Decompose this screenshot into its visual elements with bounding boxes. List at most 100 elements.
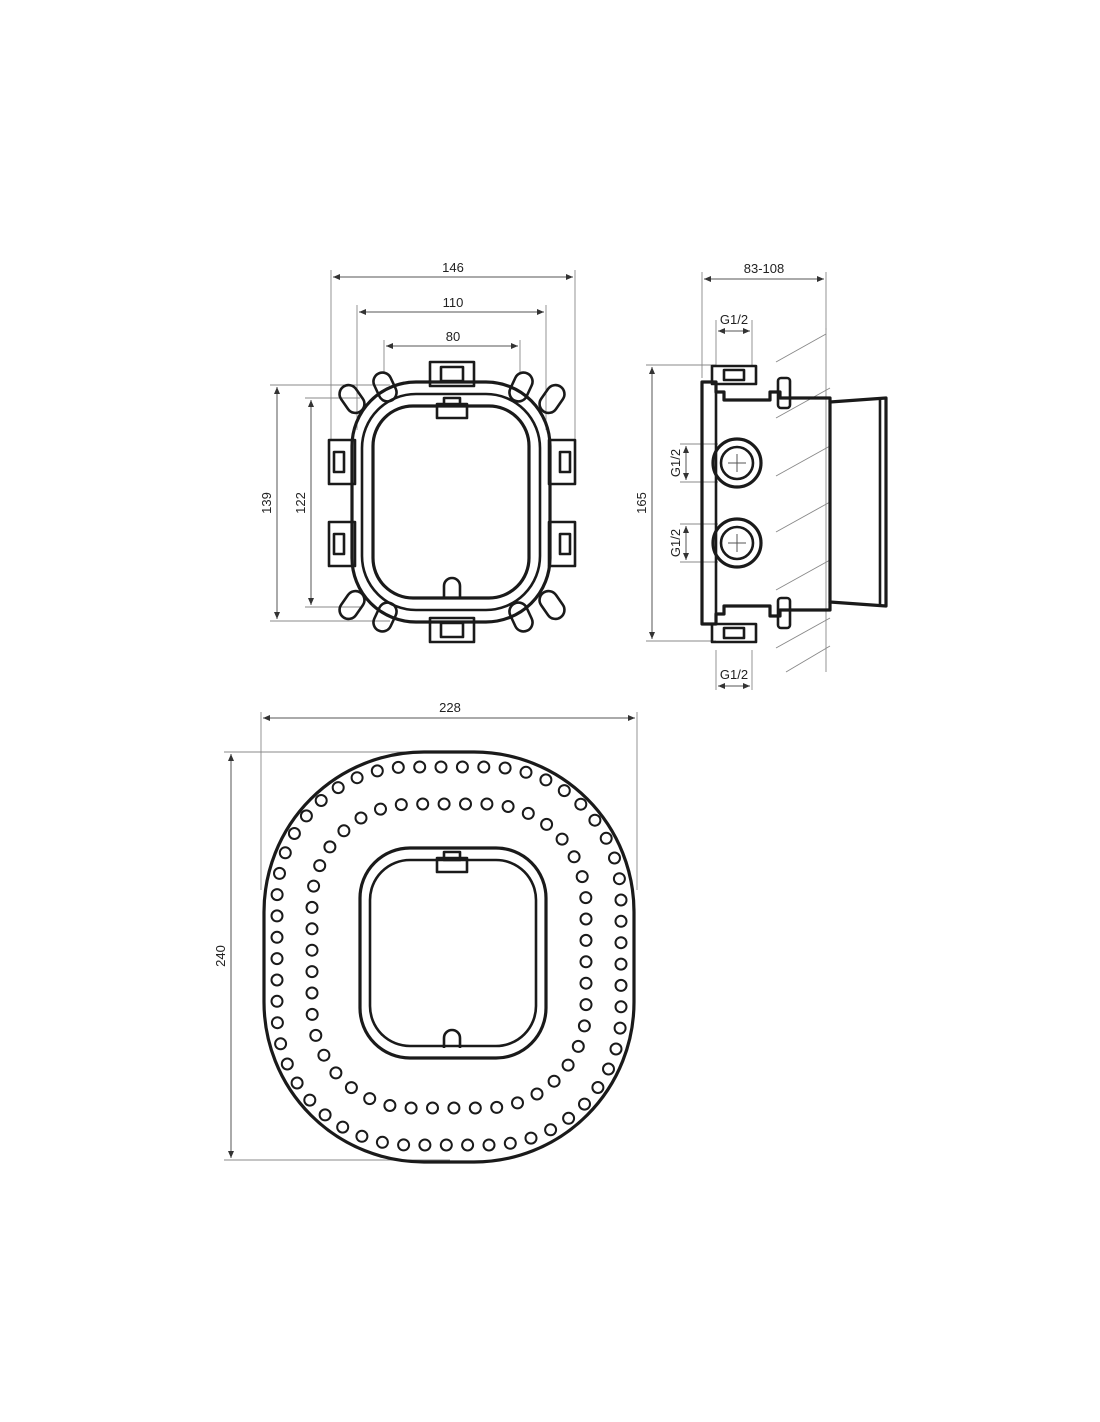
perforation-hole <box>524 1131 538 1145</box>
perforation-hole <box>614 1000 628 1014</box>
perforation-hole <box>323 840 337 854</box>
dim-label-228: 228 <box>439 700 461 715</box>
perforation-hole <box>299 809 313 823</box>
perforation-hole <box>274 1037 288 1051</box>
perforation-hole <box>578 1097 591 1111</box>
perforation-hole <box>313 859 327 873</box>
perforation-hole <box>555 832 569 846</box>
perforation-hole <box>305 986 319 1000</box>
perforation-hole <box>314 794 328 807</box>
perforation-hole <box>280 1057 294 1071</box>
dim-label-thread-bottom: G1/2 <box>720 667 748 682</box>
perforation-hole <box>503 1136 517 1150</box>
perforation-hole <box>317 1048 331 1062</box>
perforation-hole <box>579 912 593 926</box>
perforation-hole <box>270 973 284 987</box>
perforation-hole <box>614 978 628 992</box>
perforation-hole <box>307 879 321 893</box>
perforation-hole <box>614 893 628 907</box>
perforation-hole <box>270 994 284 1008</box>
perforation-hole <box>612 872 626 886</box>
perforation-hole <box>305 965 319 979</box>
perforation-hole <box>498 761 512 775</box>
perforation-hole <box>609 1042 623 1056</box>
perforation-hole <box>608 851 621 865</box>
dim-label-122: 122 <box>293 492 308 514</box>
perforation-hole <box>614 914 628 928</box>
perforation-hole <box>521 806 535 820</box>
perforation-hole <box>511 1096 524 1110</box>
perforation-hole <box>579 976 593 990</box>
perforation-hole <box>588 813 602 827</box>
perforation-hole <box>591 1081 605 1094</box>
perforation-hole <box>579 891 593 905</box>
perforation-hole <box>519 765 533 779</box>
perforation-hole <box>455 760 469 774</box>
perforation-hole <box>354 811 368 825</box>
perforation-hole <box>530 1087 544 1101</box>
dim-label-110: 110 <box>443 295 464 310</box>
perforation-hole <box>305 922 319 936</box>
front-extension-lines <box>270 270 576 622</box>
dim-label-80: 80 <box>446 329 460 344</box>
perforation-hole <box>557 784 571 798</box>
perforation-hole <box>329 1066 343 1080</box>
dim-label-240: 240 <box>213 945 228 967</box>
perforation-hole <box>468 1101 482 1115</box>
perforation-hole <box>577 1019 591 1033</box>
perforation-hole <box>459 797 472 811</box>
perforation-hole <box>355 1129 369 1143</box>
dim-label-83-108: 83-108 <box>744 261 784 276</box>
perforation-hole <box>383 1099 397 1112</box>
perforation-hole <box>461 1138 475 1152</box>
dim-label-thread-lower: G1/2 <box>668 529 683 557</box>
cover-extension-lines <box>224 712 638 1161</box>
perforation-hole <box>561 1058 575 1072</box>
perforation-hole <box>344 1081 358 1095</box>
perforation-hole <box>305 1007 319 1021</box>
perforation-hole <box>287 827 301 840</box>
mounting-box-body <box>327 360 577 644</box>
perforation-hole <box>374 802 387 816</box>
perforation-hole <box>375 1135 389 1149</box>
perforation-hole <box>571 1039 585 1053</box>
perforation-hole <box>480 797 494 811</box>
perforation-hole <box>270 909 284 923</box>
perforation-hole <box>501 800 515 813</box>
perforation-hole <box>270 1016 284 1030</box>
perforation-hole <box>318 1108 332 1122</box>
perforation-hole <box>540 817 554 831</box>
cover-plate-inner-window <box>358 846 548 1060</box>
side-view: 83-108 G1/2 165 G1/2 G1/2 G1/2 <box>634 261 888 690</box>
perforation-hole <box>363 1092 377 1106</box>
dim-label-thread-top: G1/2 <box>720 312 748 327</box>
dim-label-165: 165 <box>634 492 649 514</box>
perforation-hole <box>447 1101 461 1115</box>
perforation-hole <box>579 933 593 947</box>
perforation-hole <box>391 760 405 774</box>
perforation-hole <box>547 1074 561 1088</box>
perforation-hole <box>270 952 284 966</box>
front-view: 146 110 80 139 122 <box>259 260 577 644</box>
perforation-hole <box>270 930 284 944</box>
perforation-hole <box>336 1120 350 1134</box>
perforation-hole <box>278 846 292 860</box>
perforation-hole <box>477 760 491 774</box>
perforation-hole <box>305 900 319 914</box>
perforation-hole <box>331 781 345 795</box>
perforation-hole <box>579 955 593 969</box>
perforation-hole <box>290 1076 304 1090</box>
perforation-hole <box>418 1138 432 1152</box>
dim-label-146: 146 <box>442 260 464 275</box>
perforation-hole <box>599 831 613 845</box>
perforation-hole <box>397 1138 411 1152</box>
perforation-hole <box>404 1101 418 1115</box>
perforation-hole <box>305 943 319 957</box>
perforation-hole <box>394 798 408 812</box>
perforation-hole <box>613 1021 627 1035</box>
perforation-hole <box>426 1101 439 1115</box>
perforation-hole <box>309 1028 323 1042</box>
perforation-hole <box>539 773 553 787</box>
perforation-hole <box>350 771 364 785</box>
